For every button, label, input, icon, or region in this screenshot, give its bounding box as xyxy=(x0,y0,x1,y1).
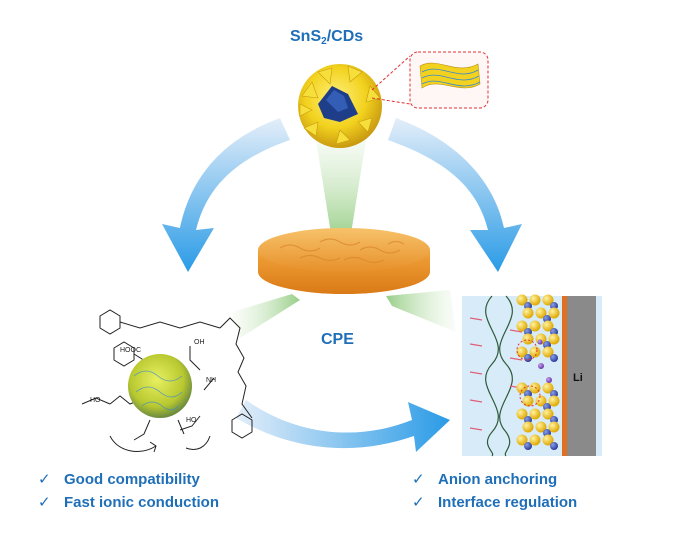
sns2-nanosphere xyxy=(298,64,382,148)
benefit-text: Good compatibility xyxy=(64,471,200,488)
right-benefits-list: ✓ Anion anchoring ✓ Interface regulation xyxy=(412,468,577,514)
sns2-cds-label: SnS2/CDs xyxy=(290,28,364,47)
tin-atom xyxy=(550,442,558,450)
sulfur-atom xyxy=(522,395,534,407)
molecule-group-label: OH xyxy=(194,339,205,346)
cpe-disc xyxy=(258,228,430,294)
beam-right xyxy=(386,290,456,332)
benefit-text: Interface regulation xyxy=(438,494,578,511)
sulfur-atom xyxy=(548,333,560,345)
check-icon: ✓ xyxy=(412,471,425,488)
sulfur-atom xyxy=(522,421,534,433)
sulfur-atom xyxy=(522,333,534,345)
sulfur-atom xyxy=(535,307,547,319)
tin-atom xyxy=(550,354,558,362)
left-benefits-list: ✓ Good compatibility ✓ Fast ionic conduc… xyxy=(38,468,219,514)
sulfur-atom xyxy=(548,395,560,407)
molecule-group-label: HO xyxy=(186,417,197,424)
molecule-group-label: HO xyxy=(90,397,101,404)
sulfur-atom xyxy=(516,408,528,420)
sulfur-atom xyxy=(542,320,554,332)
check-icon: ✓ xyxy=(38,471,51,488)
sulfur-atom xyxy=(542,294,554,306)
beam-up xyxy=(316,140,366,240)
sulfur-atom xyxy=(529,320,541,332)
sulfur-atom xyxy=(522,307,534,319)
arrow-left-curve xyxy=(162,118,290,272)
sulfur-atom xyxy=(529,346,541,358)
interface-schematic xyxy=(462,294,602,457)
sulfur-atom xyxy=(535,395,547,407)
polymer-molecule-structure xyxy=(81,309,253,453)
cds-composite-particle xyxy=(128,354,192,418)
sulfur-atom xyxy=(529,382,541,394)
sulfur-atom xyxy=(548,421,560,433)
sulfur-atom xyxy=(535,421,547,433)
sulfur-atom xyxy=(516,320,528,332)
check-icon: ✓ xyxy=(412,494,425,511)
sulfur-atom xyxy=(516,346,528,358)
list-item: ✓ Good compatibility xyxy=(38,468,219,491)
benefit-text: Anion anchoring xyxy=(438,471,558,488)
arrow-bottom-curve xyxy=(236,400,450,452)
benefit-text: Fast ionic conduction xyxy=(64,494,220,511)
sulfur-atom xyxy=(542,408,554,420)
sulfur-atom xyxy=(529,408,541,420)
cpe-label: CPE xyxy=(321,331,354,348)
sulfur-atom xyxy=(542,434,554,446)
list-item: ✓ Fast ionic conduction xyxy=(38,491,219,514)
list-item: ✓ Interface regulation xyxy=(412,491,577,514)
li-metal-label: Li xyxy=(573,372,583,384)
sulfur-atom xyxy=(542,382,554,394)
sulfur-atom xyxy=(516,382,528,394)
molecule-group-label: NH xyxy=(206,377,216,384)
beam-left xyxy=(232,294,300,338)
check-icon: ✓ xyxy=(38,494,51,511)
sulfur-atom xyxy=(548,307,560,319)
cds-particle-texture xyxy=(133,370,183,411)
molecule-group-label: HOOC xyxy=(120,347,141,354)
sulfur-atom xyxy=(529,294,541,306)
arrow-right-curve xyxy=(388,118,522,272)
cds-zoom-inset xyxy=(371,51,489,109)
sulfur-atom xyxy=(516,294,528,306)
sulfur-atom xyxy=(542,346,554,358)
list-item: ✓ Anion anchoring xyxy=(412,468,577,491)
sulfur-atom xyxy=(529,434,541,446)
sulfur-atom xyxy=(516,434,528,446)
anion-trap-ring xyxy=(516,339,541,407)
tin-atom xyxy=(524,442,532,450)
